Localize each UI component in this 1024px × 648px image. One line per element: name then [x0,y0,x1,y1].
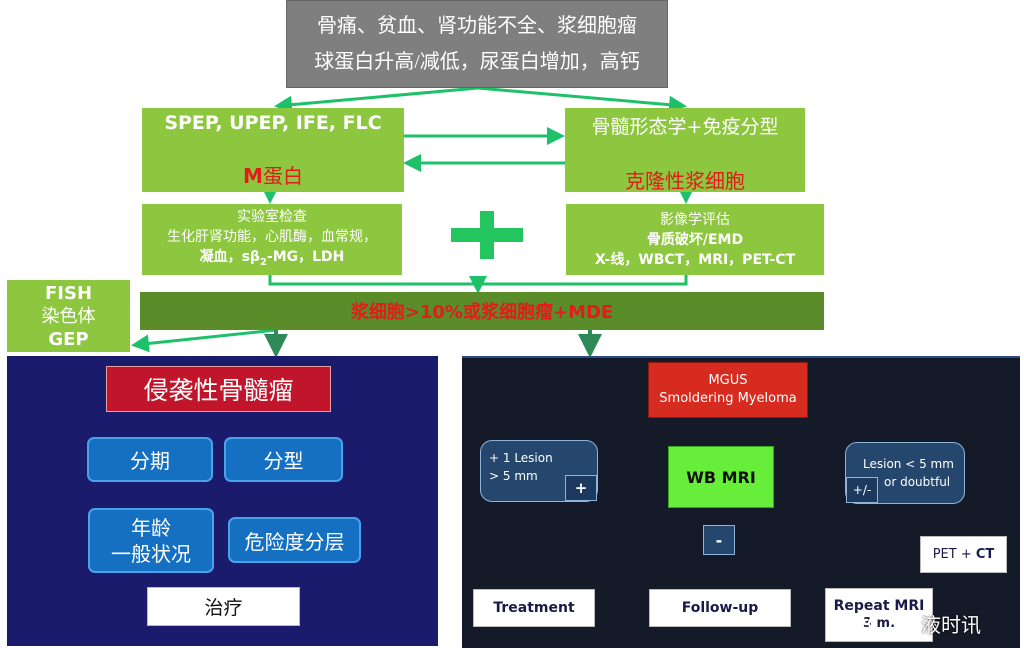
staging-button[interactable]: 分期 [87,437,213,482]
lab-tests-line1: 生化肝肾功能，心肌酶，血常规， [167,228,377,245]
fish-line2: 染色体 [41,305,96,327]
bone-marrow-test-box: 骨髓形态学+免疫分型 克隆性浆细胞 [565,108,805,193]
watermark: 液时讯 [868,608,981,638]
follow-up-box[interactable]: Follow-up [649,589,791,627]
symptoms-line2: 球蛋白升高/减低，尿蛋白增加，高钙 [314,51,640,73]
mgus-box: MGUS Smoldering Myeloma [648,362,808,418]
symptoms-box: 骨痛、贫血、肾功能不全、浆细胞瘤 球蛋白升高/减低，尿蛋白增加，高钙 [286,0,668,88]
lesion-doubtful-box: Lesion < 5 mm or doubtful +/- [845,442,965,504]
diagnostic-criteria-text: 浆细胞>10%或浆细胞瘤+MDE [350,302,614,323]
lesion-positive-box: + 1 Lesion > 5 mm + [480,440,598,502]
smoldering-panel: MGUS Smoldering Myeloma WB MRI + 1 Lesio… [462,356,1020,648]
imaging-box: 影像学评估 骨质破坏/EMD X-线，WBCT，MRI，PET-CT [566,204,824,275]
diagnostic-criteria-bar: 浆细胞>10%或浆细胞瘤+MDE [140,292,824,330]
fish-line3: GEP [48,328,89,350]
active-myeloma-title: 侵袭性骨髓瘤 [106,366,331,412]
left-treatment-box[interactable]: 治疗 [147,587,300,626]
pet-ct-box[interactable]: PET + CT [920,536,1007,573]
negative-sign-box: - [703,525,735,555]
plus-icon [451,211,523,259]
lab-tests-line2: 凝血，sβ2-MG，LDH [199,248,345,268]
fish-box: FISH 染色体 GEP [7,280,130,352]
serum-urine-test-box: SPEP, UPEP, IFE, FLC M蛋白 [142,108,404,192]
weibo-logo-icon [868,614,892,632]
serum-urine-test-title: SPEP, UPEP, IFE, FLC [164,112,382,134]
lesion-doubtful-sign: +/- [846,477,878,503]
fish-line1: FISH [44,282,93,304]
imaging-line1: 骨质破坏/EMD [646,231,744,248]
wb-mri-box: WB MRI [668,446,774,508]
imaging-line2: X-线，WBCT，MRI，PET-CT [594,251,796,268]
lesion-positive-sign: + [565,475,597,501]
age-status-button[interactable]: 年龄 一般状况 [88,508,214,573]
lesion-positive-line2: > 5 mm [489,469,538,483]
active-myeloma-panel: 侵袭性骨髓瘤 分期 分型 年龄 一般状况 危险度分层 治疗 [7,356,438,646]
watermark-bars-icon [896,615,918,631]
imaging-title: 影像学评估 [660,211,730,228]
treatment-box[interactable]: Treatment [473,589,595,627]
lesion-positive-line1: + 1 Lesion [489,451,553,465]
bone-marrow-test-title: 骨髓形态学+免疫分型 [591,116,779,138]
typing-button[interactable]: 分型 [224,437,343,482]
symptoms-line1: 骨痛、贫血、肾功能不全、浆细胞瘤 [317,15,637,37]
risk-stratification-button[interactable]: 危险度分层 [228,517,361,563]
lesion-doubtful-line2: or doubtful [884,475,951,489]
lab-tests-title: 实验室检查 [237,208,307,225]
m-protein-label: M蛋白 [243,164,303,188]
clonal-plasma-cell-label: 克隆性浆细胞 [625,169,745,193]
lesion-doubtful-line1: Lesion < 5 mm [863,457,954,471]
lab-tests-box: 实验室检查 生化肝肾功能，心肌酶，血常规， 凝血，sβ2-MG，LDH [142,204,402,275]
